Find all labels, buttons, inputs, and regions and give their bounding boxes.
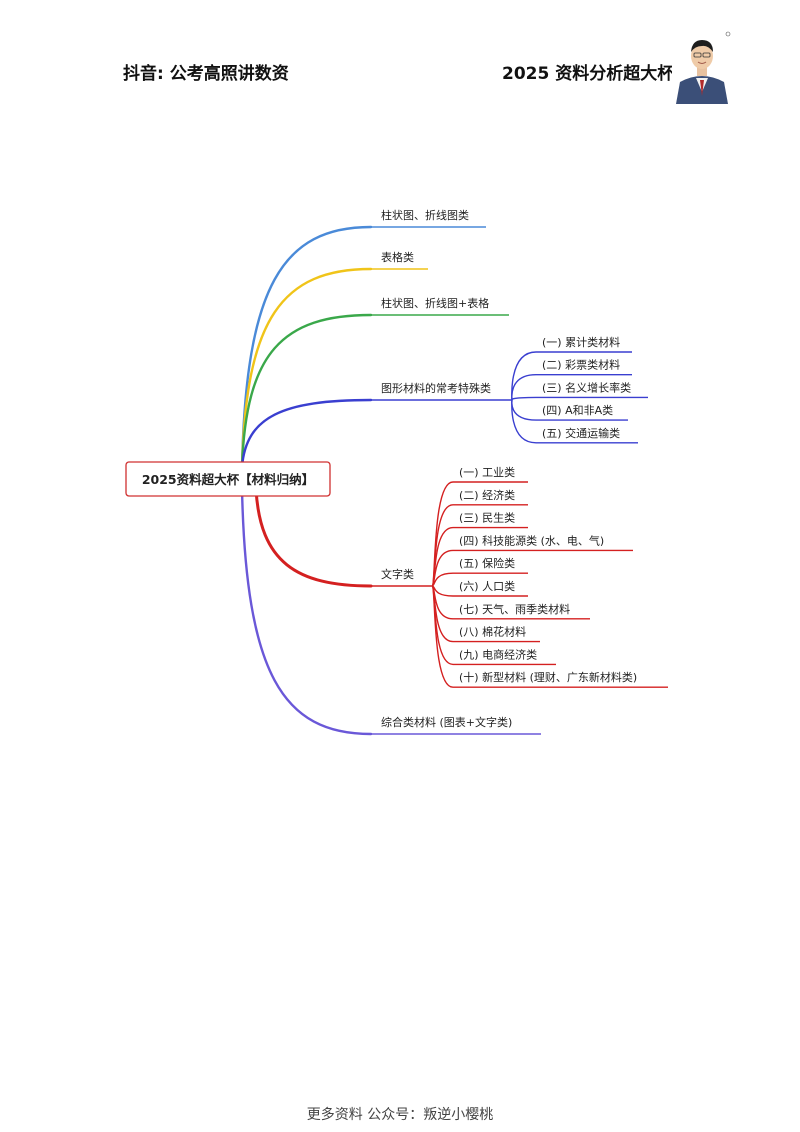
child-label: (一) 工业类 [459,465,515,479]
branch-label: 图形材料的常考特殊类 [381,381,491,395]
header-left-title: 抖音: 公考高照讲数资 [123,64,289,84]
child-label: (十) 新型材料 (理财、广东新材料类) [459,670,637,684]
child-connector [511,351,537,401]
presenter-avatar-icon [672,30,732,104]
child-label: (九) 电商经济类 [459,647,537,661]
branch-label: 柱状图、折线图+表格 [381,296,489,310]
footer-text: 更多资料 公众号：叛逆小樱桃 [306,1107,494,1123]
child-connector [511,396,537,401]
branch-label: 文字类 [381,567,414,581]
child-label: (三) 民生类 [459,511,515,525]
branch-label: 综合类材料 (图表+文字类) [381,715,512,729]
child-label: (七) 天气、雨季类材料 [459,602,570,616]
branch-label: 表格类 [381,250,414,264]
header-right-title: 2025 资料分析超大杯 [502,64,675,84]
child-connector [511,399,537,421]
branch-connector [254,487,373,588]
branch-connector [240,267,373,469]
child-label: (二) 彩票类材料 [542,358,620,372]
child-label: (二) 经济类 [459,488,515,502]
child-connector [511,374,537,401]
child-label: (五) 保险类 [459,556,515,570]
child-label: (四) A和非A类 [542,403,613,417]
branch-connector [240,487,373,736]
child-connector [511,399,537,444]
branch-connector [240,313,373,469]
branch-label: 柱状图、折线图类 [381,208,469,222]
child-label: (八) 棉花材料 [459,625,526,639]
child-label: (五) 交通运输类 [542,426,620,440]
child-label: (四) 科技能源类 (水、电、气) [459,533,604,547]
child-label: (一) 累计类材料 [542,335,620,349]
branch-connector [240,398,373,469]
child-label: (三) 名义增长率类 [542,380,631,394]
child-connector [431,585,454,688]
root-node-label: 2025资料超大杯【材料归纳】 [142,472,314,487]
child-label: (六) 人口类 [459,579,515,593]
branch-connector [240,225,373,469]
root-node: 2025资料超大杯【材料归纳】 [125,461,331,497]
